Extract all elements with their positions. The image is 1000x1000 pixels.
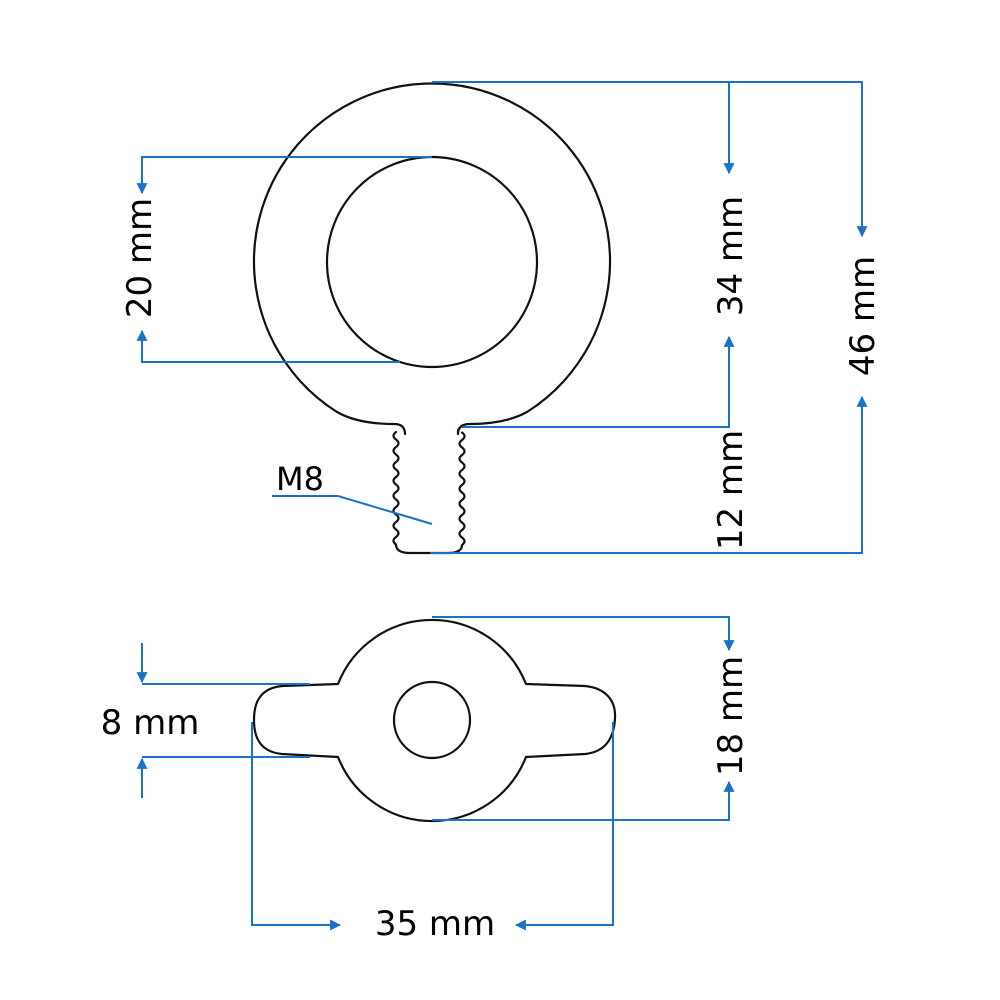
dim-34-bottom <box>462 335 735 428</box>
dim-46-top <box>729 81 868 238</box>
thread-callout: M8 <box>276 460 324 498</box>
dim-label-inner-diameter: 20 mm <box>120 198 160 318</box>
wing-nut <box>252 618 617 823</box>
eye-bolt-threaded-shank <box>392 430 466 555</box>
eye-bolt-dimensions <box>136 81 868 554</box>
wing-nut-outline <box>252 618 617 823</box>
dim-label-width: 35 mm <box>375 904 495 944</box>
thread-leader-line <box>337 495 433 525</box>
dim-46-bottom <box>430 395 868 554</box>
dim-label-outer-diameter: 34 mm <box>711 196 751 316</box>
dim-label-thread-length: 12 mm <box>711 430 751 550</box>
dim-18-top <box>432 616 735 652</box>
eye-bolt: M8 <box>252 82 612 555</box>
dim-20-top <box>136 156 432 195</box>
dim-20-bottom <box>136 329 400 363</box>
dim-34-top <box>432 81 735 175</box>
dim-18-bottom <box>432 780 735 821</box>
wing-nut-dimensions <box>136 616 735 931</box>
wing-nut-bore <box>392 680 472 760</box>
eye-bolt-ring-outline <box>252 82 612 436</box>
dim-35-left <box>251 722 342 931</box>
dim-label-total-height: 46 mm <box>843 256 883 376</box>
dim-label-wing-thickness: 8 mm <box>101 703 200 743</box>
dim-35-right <box>514 722 614 931</box>
dim-label-body-height: 18 mm <box>711 656 751 776</box>
eye-bolt-inner-hole <box>325 155 539 369</box>
